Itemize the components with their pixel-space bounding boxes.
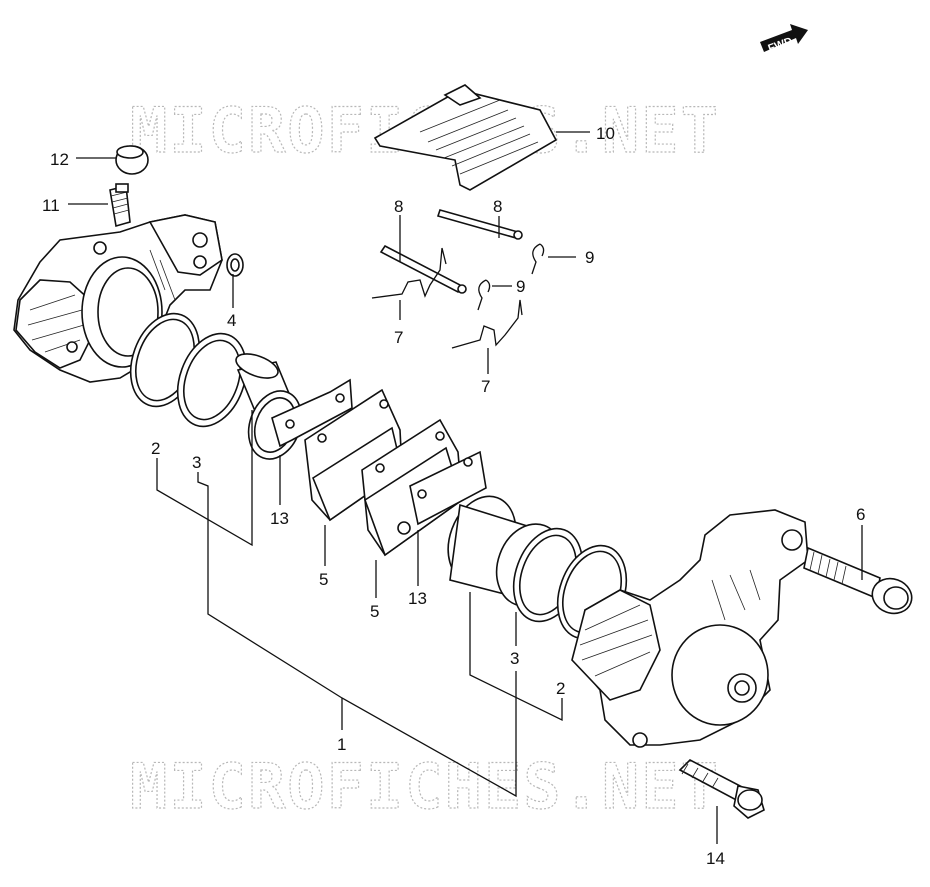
pad-spring-lower [451,299,523,349]
washer [226,253,244,277]
pad-spring-upper [371,247,447,299]
callout-13b: 13 [408,589,427,608]
callout-3b: 3 [510,649,519,668]
shim-left [271,378,353,448]
callout-12: 12 [50,150,69,169]
callout-7b: 7 [481,377,490,396]
pad-pin-right [436,209,523,240]
pin-clip-lower [477,279,491,311]
seal-set-left [129,312,248,428]
pad-cover [373,84,558,191]
callout-2b: 2 [556,679,565,698]
pin-clip-upper [531,243,545,275]
callout-14: 14 [706,849,725,868]
pad-pin-left [379,244,467,294]
caliper-bolt [803,546,913,615]
callout-11: 11 [42,196,60,215]
callout-8a: 8 [394,197,403,216]
leader-lines [68,131,863,844]
callout-1: 1 [337,735,346,754]
callout-13a: 13 [270,509,289,528]
callout-4: 4 [227,311,236,330]
shim-right [409,450,487,526]
callout-3a: 3 [192,453,201,472]
callout-numbers: 12 11 4 10 8 8 9 9 7 7 2 3 13 5 5 13 3 2… [42,124,865,868]
caliper-half-right [571,509,809,748]
callout-6: 6 [856,505,865,524]
bleeder-valve [109,183,131,228]
callout-5b: 5 [370,602,379,621]
callout-9a: 9 [585,248,594,267]
watermark-bottom: MICROFICHES.NET [130,750,720,823]
callout-7a: 7 [394,328,403,347]
brake-pad-outer [304,388,403,522]
callout-5a: 5 [319,570,328,589]
callout-8b: 8 [493,197,502,216]
callout-9b: 9 [516,277,525,296]
callout-2a: 2 [151,439,160,458]
fwd-arrow-icon: FWD [760,24,808,55]
bleeder-cap [115,145,149,175]
callout-10: 10 [596,124,615,143]
mounting-bolt [678,759,765,819]
